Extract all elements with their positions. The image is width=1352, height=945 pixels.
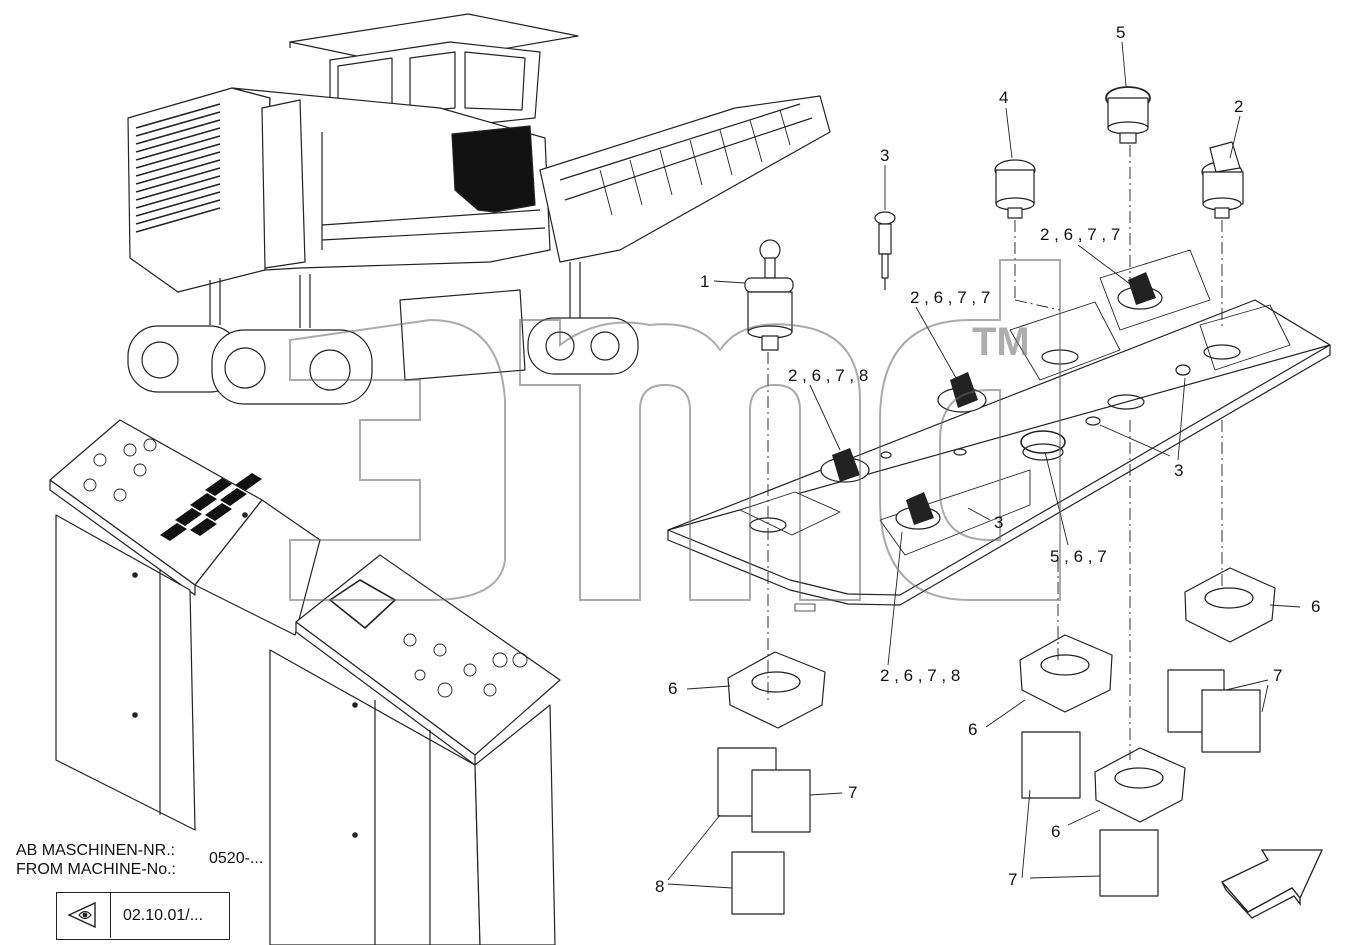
milling-machine-illustration [127, 13, 831, 405]
watermark-tm: TM [972, 320, 1030, 364]
callout-6-left: 6 [668, 679, 678, 698]
callout-3-top: 3 [880, 146, 890, 165]
eye-view-icon [57, 893, 111, 938]
callout-7-right: 7 [1273, 666, 1283, 685]
callout-567: 5 , 6 , 7 [1050, 547, 1107, 566]
callout-2: 2 [1234, 97, 1244, 116]
callout-8: 8 [655, 877, 665, 896]
pushbutton-component-4 [994, 159, 1036, 219]
reference-box: 02.10.01/... [56, 892, 230, 940]
callout-2678-left: 2 , 6 , 7 , 8 [788, 366, 869, 385]
callout-7-left: 7 [848, 783, 858, 802]
callout-3-right: 3 [1174, 461, 1184, 480]
from-machine-label: FROM MACHINE-No.: [16, 861, 176, 878]
watermark [289, 259, 1061, 601]
contact-block-holders [727, 567, 1276, 823]
callout-5: 5 [1116, 23, 1126, 42]
machine-number: 0520-... [209, 850, 264, 867]
callout-6-lower: 6 [1051, 822, 1061, 841]
callout-6-center: 6 [968, 720, 978, 739]
indicator-lamp-component [874, 211, 896, 290]
callout-1: 1 [700, 272, 710, 291]
mounted-rotary-knobs [820, 272, 1191, 530]
pushbutton-component-5 [1105, 86, 1151, 144]
reference-code: 02.10.01/... [123, 907, 204, 924]
callout-3-lower: 3 [994, 513, 1004, 532]
orientation-arrow-icon [1220, 849, 1324, 919]
callout-6-right: 6 [1311, 597, 1321, 616]
key-switch-component [744, 239, 794, 351]
callout-2677-right: 2 , 6 , 7 , 7 [1040, 225, 1121, 244]
callout-2677-center: 2 , 6 , 7 , 7 [910, 288, 991, 307]
callout-4: 4 [999, 88, 1009, 107]
control-cabinet-illustration [49, 419, 561, 945]
selector-switch-component [1201, 141, 1244, 219]
callout-2678-bottom: 2 , 6 , 7 , 8 [880, 666, 961, 685]
ab-machine-label: AB MASCHINEN-NR.: [16, 842, 176, 859]
callout-7-bottom: 7 [1008, 870, 1018, 889]
contact-blocks [717, 669, 1261, 915]
